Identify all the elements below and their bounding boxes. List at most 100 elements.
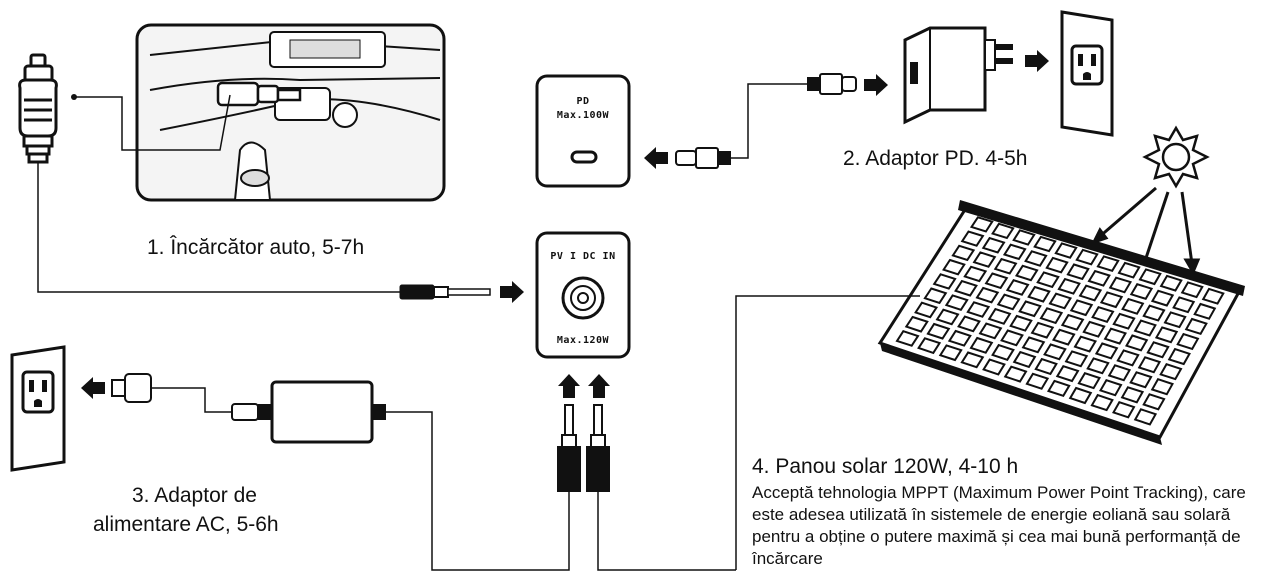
solar-cell	[1003, 365, 1028, 383]
solar-cell	[1066, 263, 1090, 281]
solar-cell	[904, 315, 929, 333]
plug-cable-1	[386, 411, 570, 571]
solar-cell	[1120, 386, 1145, 404]
solar-cell	[1142, 393, 1166, 411]
solar-cell	[1087, 269, 1111, 287]
arrow-left-icon	[644, 147, 668, 169]
solar-cell	[1159, 274, 1183, 292]
solar-cell	[1021, 336, 1046, 354]
dc-in-port-box	[535, 231, 631, 359]
solar-cell	[1107, 364, 1132, 382]
solar-cell	[1129, 371, 1153, 389]
solar-cell	[1045, 256, 1069, 274]
solar-cell	[1159, 362, 1183, 381]
solar-cell	[932, 273, 957, 290]
solar-cell	[1103, 327, 1127, 345]
solar-cell	[1090, 393, 1114, 412]
solar-cell	[1009, 314, 1033, 332]
solar-cell	[1125, 334, 1149, 352]
solar-cell	[1146, 341, 1170, 359]
car-charger-label: 1. Încărcător auto, 5-7h	[147, 236, 365, 259]
solar-panel-label: 4. Panou solar 120W, 4-10 h	[752, 455, 1019, 478]
solar-cell	[1142, 304, 1166, 322]
ac-adapter-label-line2: alimentare AC, 5-6h	[93, 513, 279, 536]
solar-cell	[960, 351, 985, 369]
wall-outlet-icon	[1060, 10, 1114, 137]
solar-cell	[1077, 371, 1101, 390]
solar-cell	[895, 330, 920, 347]
solar-cell	[1036, 271, 1060, 289]
usb-c-plug-icon-2	[807, 73, 857, 95]
solar-cell	[923, 287, 948, 305]
car-dashboard-image	[71, 23, 446, 202]
solar-cell	[1184, 317, 1208, 335]
solar-cell	[1180, 281, 1204, 299]
pd-cable	[730, 83, 808, 159]
solar-panel-icon	[877, 200, 1245, 445]
solar-cell	[1167, 347, 1191, 366]
pd-port-label: PD	[576, 96, 589, 107]
solar-cell	[1154, 326, 1179, 344]
solar-cell	[1054, 242, 1078, 259]
pd-port-box	[535, 74, 631, 188]
solar-cell	[1086, 357, 1110, 375]
solar-cell	[914, 301, 939, 319]
solar-cell	[987, 307, 1012, 325]
solar-cell	[1117, 261, 1141, 279]
solar-cell	[1060, 313, 1085, 331]
solar-cell	[1193, 302, 1217, 320]
solar-cell	[1014, 264, 1039, 282]
solar-cell	[1163, 311, 1187, 329]
pd-adapter-label: 2. Adaptor PD. 4-5h	[843, 147, 1028, 170]
solar-cell	[993, 257, 1018, 275]
solar-cell	[991, 222, 1015, 240]
solar-cell	[969, 216, 994, 233]
solar-cell	[951, 244, 976, 262]
sun-icon	[1142, 125, 1210, 189]
solar-cell	[935, 308, 960, 326]
solar-cell	[938, 344, 963, 362]
solar-cell	[1002, 243, 1027, 261]
solar-cell	[947, 329, 972, 347]
solar-cable	[735, 295, 920, 570]
solar-cell	[972, 251, 997, 268]
solar-cell	[1129, 283, 1154, 300]
dc-port-label: PV I DC IN	[550, 251, 615, 262]
solar-cell	[1043, 343, 1067, 361]
solar-cell	[1005, 279, 1030, 296]
solar-panel-description: Acceptă tehnologia MPPT (Maximum Power P…	[752, 483, 1246, 568]
pd-port-max: Max.100W	[557, 110, 610, 121]
arrow-right-icon-2	[864, 74, 888, 96]
solar-cell	[1000, 329, 1024, 347]
solar-cell	[1172, 296, 1196, 314]
solar-cell	[1047, 379, 1071, 397]
solar-cell	[1033, 235, 1057, 253]
solar-cell	[1012, 350, 1037, 369]
solar-cell	[1034, 357, 1058, 376]
solar-cell	[1133, 319, 1157, 337]
solar-cell	[1112, 312, 1136, 330]
solar-cell	[1027, 285, 1051, 303]
solar-cell	[978, 322, 1003, 340]
solar-cell	[1138, 268, 1162, 286]
solar-cell	[1094, 342, 1119, 360]
car-charger-cable	[37, 162, 400, 293]
arrow-left-icon-2	[81, 377, 105, 399]
solar-cell	[1082, 320, 1106, 338]
solar-cell	[1012, 229, 1036, 246]
solar-cell	[1055, 365, 1080, 383]
usb-c-plug-icon	[675, 147, 731, 169]
solar-cell	[1108, 276, 1133, 294]
solar-cell	[1051, 328, 1076, 346]
solar-cell	[1133, 408, 1158, 426]
solar-cell	[954, 279, 978, 297]
dc-plug-up-icon	[557, 404, 610, 492]
solar-cell	[1069, 299, 1094, 317]
solar-cell	[1116, 349, 1140, 367]
ac-cable	[150, 387, 232, 413]
arrow-right-icon	[500, 281, 524, 303]
plug-cable-2	[597, 491, 736, 571]
ac-adapter-label-line1: 3. Adaptor de	[132, 484, 257, 507]
solar-cell	[1078, 284, 1103, 302]
solar-cell	[1075, 248, 1099, 266]
